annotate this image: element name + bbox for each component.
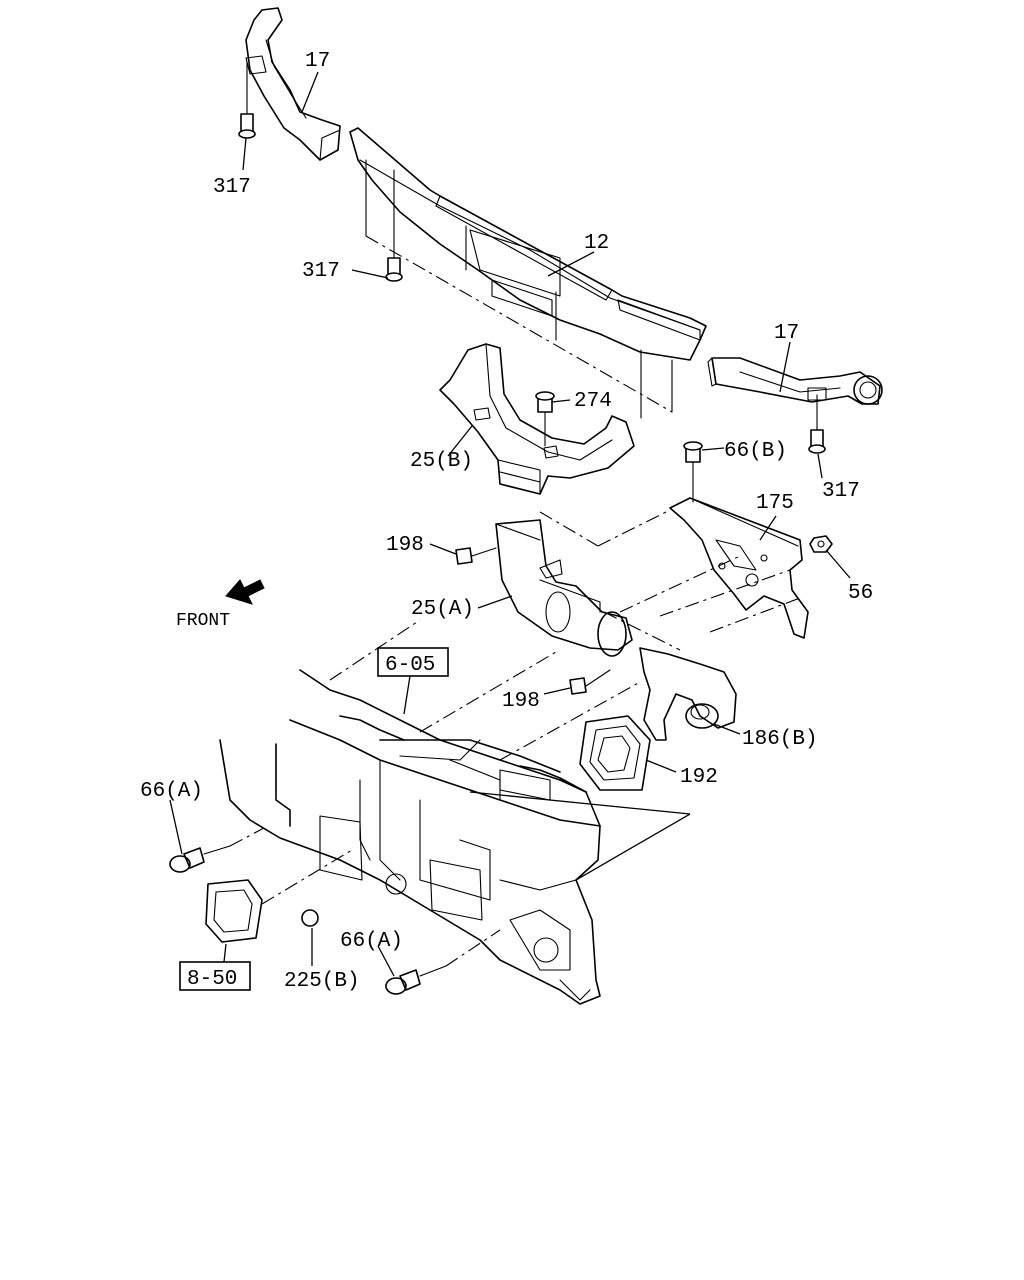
- duct-17-right: [707, 357, 883, 405]
- duct-17-left: [245, 7, 341, 161]
- bolt-66a-bottom: [385, 965, 447, 995]
- bolt-66a-left: [169, 845, 231, 873]
- duct-25b: [439, 343, 635, 495]
- label-25b: 25(B): [410, 450, 473, 473]
- label-56: 56: [848, 582, 873, 605]
- bolt-66b: [683, 441, 703, 503]
- label-ref-6-05[interactable]: 6-05: [385, 654, 435, 677]
- seal-8-50: [205, 879, 263, 943]
- label-192: 192: [680, 766, 718, 789]
- seal-192: [579, 715, 651, 791]
- label-front: FRONT: [176, 611, 230, 631]
- front-arrow-icon: [225, 579, 265, 605]
- bolt-317-upper-left: [238, 61, 256, 139]
- label-198-lower: 198: [502, 690, 540, 713]
- label-274: 274: [574, 390, 612, 413]
- label-17-left: 17: [305, 50, 330, 73]
- label-66a-left: 66(A): [140, 780, 203, 803]
- label-317-center: 317: [302, 260, 340, 283]
- screw-198-lower: [569, 669, 611, 695]
- main-duct-12: [349, 127, 707, 419]
- dash-panel: [219, 669, 601, 1005]
- label-66a-bottom: 66(A): [340, 930, 403, 953]
- bolt-274: [535, 391, 555, 447]
- grommet-225b: [301, 909, 319, 927]
- label-186b: 186(B): [742, 728, 818, 751]
- ref-box-6-05: [377, 647, 449, 677]
- leader-lines: [169, 71, 851, 977]
- label-317-upper-left: 317: [213, 176, 251, 199]
- bolt-317-center: [385, 169, 403, 282]
- label-17-right: 17: [774, 322, 799, 345]
- bolt-317-right: [808, 394, 826, 454]
- label-198-upper: 198: [386, 534, 424, 557]
- duct-186b: [639, 647, 737, 741]
- bracket-175: [669, 497, 809, 639]
- label-175: 175: [756, 492, 794, 515]
- screw-198-upper: [455, 547, 497, 565]
- duct-25a: [495, 519, 633, 657]
- ref-box-8-50: [179, 961, 251, 991]
- label-66b: 66(B): [724, 440, 787, 463]
- label-225b: 225(B): [284, 970, 360, 993]
- label-ref-8-50[interactable]: 8-50: [187, 968, 237, 991]
- label-317-right: 317: [822, 480, 860, 503]
- nut-56: [809, 535, 833, 553]
- label-12: 12: [584, 232, 609, 255]
- label-25a: 25(A): [411, 598, 474, 621]
